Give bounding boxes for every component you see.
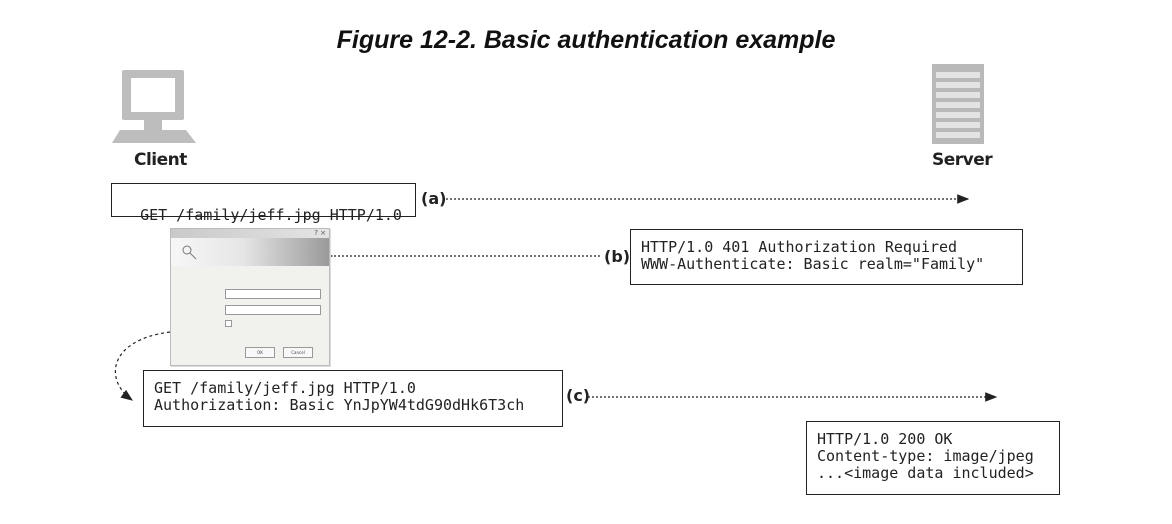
message-c-line2: Authorization: Basic YnJpYW4tdG90dHk6T3c…	[154, 396, 525, 414]
message-d-line2: Content-type: image/jpeg	[817, 447, 1034, 465]
message-a-line1: GET /family/jeff.jpg HTTP/1.0	[140, 206, 402, 224]
key-icon	[182, 245, 197, 260]
message-c-line1: GET /family/jeff.jpg HTTP/1.0	[154, 379, 416, 397]
step-b-label: (b)	[604, 247, 631, 266]
message-b-line1: HTTP/1.0 401 Authorization Required	[641, 238, 958, 256]
dialog-banner	[171, 238, 329, 266]
close-icon: ? ×	[314, 229, 326, 237]
server-label: Server	[932, 150, 993, 170]
dialog-remember-checkbox[interactable]	[225, 320, 232, 327]
message-a-box: GET /family/jeff.jpg HTTP/1.0	[111, 183, 416, 224]
step-c-label: (c)	[566, 386, 591, 405]
dialog-ok-button[interactable]: OK	[245, 347, 275, 358]
arrow-dialog-to-c	[114, 331, 171, 401]
message-b-line2: WWW-Authenticate: Basic realm="Family"	[641, 255, 985, 273]
dialog-titlebar: ? ×	[171, 229, 329, 238]
client-computer-icon	[112, 70, 196, 143]
server-icon	[932, 64, 984, 144]
figure-title: Figure 12-2. Basic authentication exampl…	[336, 26, 836, 54]
login-dialog: ? × OK Cancel	[170, 228, 330, 366]
client-label: Client	[134, 150, 187, 170]
dialog-cancel-button[interactable]: Cancel	[283, 347, 313, 358]
message-d-line1: HTTP/1.0 200 OK	[817, 430, 953, 448]
dialog-password-field[interactable]	[225, 305, 321, 315]
dialog-username-field[interactable]	[225, 289, 321, 299]
message-d-line3: ...<image data included>	[817, 464, 1034, 482]
step-a-label: (a)	[421, 189, 447, 208]
